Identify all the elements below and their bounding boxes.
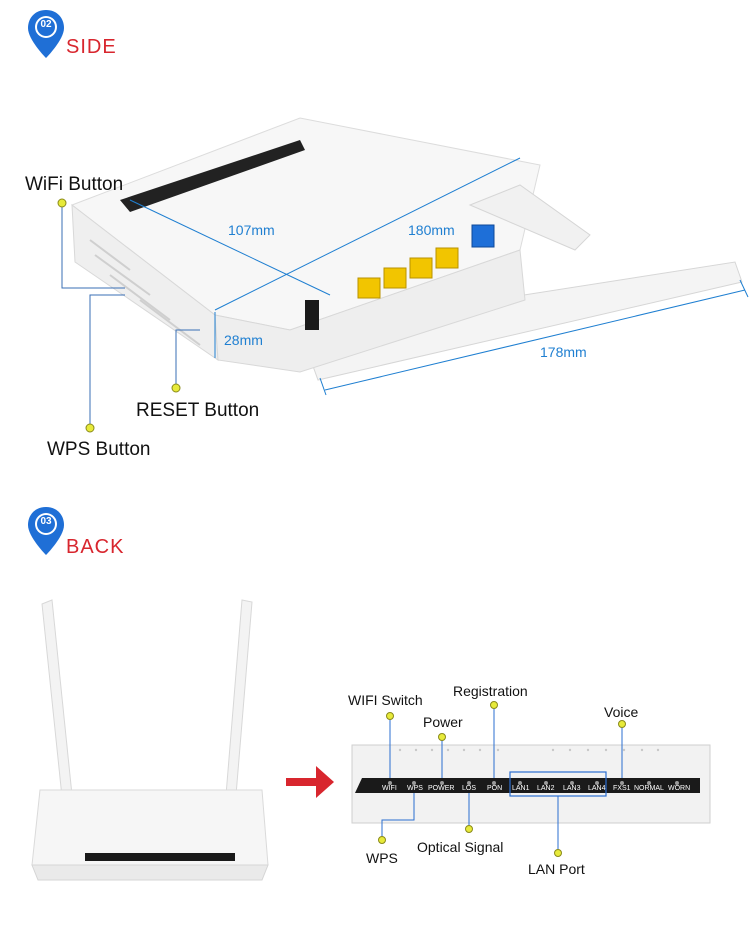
- registration-label: Registration: [453, 683, 528, 699]
- led-label: LAN3: [563, 785, 581, 792]
- location-pin-icon: [28, 10, 64, 58]
- led-label: NORMAL: [634, 785, 664, 792]
- wps-label: WPS: [366, 850, 398, 866]
- led-label: LAN1: [512, 785, 530, 792]
- voice-label: Voice: [604, 704, 639, 720]
- led-label: FXS1: [613, 785, 631, 792]
- section-number: 02: [40, 19, 52, 30]
- wps-button-label: WPS Button: [47, 439, 151, 460]
- dimension-depth: 107mm: [228, 222, 275, 238]
- led-label: LAN4: [588, 785, 606, 792]
- led-label: WORN: [668, 785, 691, 792]
- power-label: Power: [423, 714, 463, 730]
- dimension-width: 180mm: [408, 222, 455, 238]
- led-label: POWER: [428, 785, 455, 792]
- section-number: 03: [40, 516, 52, 527]
- reset-button-label: RESET Button: [136, 400, 260, 421]
- location-pin-icon: [28, 507, 64, 555]
- led-label: WIFI: [382, 785, 397, 792]
- led-label: LOS: [462, 785, 477, 792]
- section-title-side: SIDE: [66, 36, 117, 58]
- wifi-switch-label: WIFI Switch: [348, 692, 423, 708]
- optical-signal-label: Optical Signal: [417, 839, 504, 855]
- router-side-illustration: [57, 117, 749, 433]
- led-label: LAN2: [537, 785, 555, 792]
- dimension-height: 28mm: [224, 332, 263, 348]
- section-title-back: BACK: [66, 536, 125, 558]
- led-label: WPS: [407, 785, 423, 792]
- lan-port-label: LAN Port: [528, 861, 585, 877]
- wifi-button-label: WiFi Button: [25, 174, 124, 195]
- led-label: PON: [487, 785, 503, 792]
- dimension-antenna: 178mm: [540, 344, 587, 360]
